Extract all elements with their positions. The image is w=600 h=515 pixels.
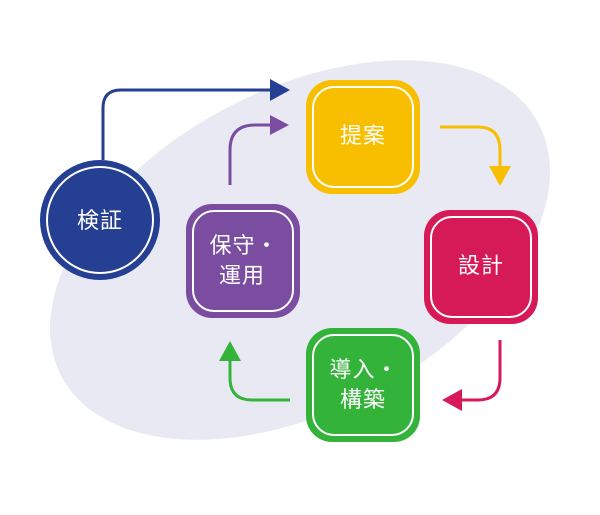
node-maintain: 保守・ 運用 [186, 204, 300, 318]
node-maintain-label-line2: 運用 [219, 264, 265, 289]
node-design-label: 設計 [458, 254, 504, 279]
node-proposal-label: 提案 [340, 124, 386, 149]
arrow-proposal-to-design [440, 125, 502, 168]
node-build: 導入・ 構築 [306, 328, 420, 442]
arrow-verify-to-proposal [101, 88, 270, 160]
node-verify-label: 検証 [77, 209, 123, 234]
arrow-build-to-maintain [228, 360, 290, 402]
arrowhead-build-to-maintain [219, 341, 241, 361]
node-maintain-label-line1: 保守・ [209, 234, 278, 259]
arrow-design-to-build [460, 340, 502, 402]
arrowhead-design-to-build [442, 389, 462, 411]
node-proposal: 提案 [306, 80, 420, 194]
node-build-label-line2: 構築 [340, 388, 386, 413]
node-verify: 検証 [40, 160, 160, 280]
arrowhead-maintain-to-proposal [270, 115, 289, 135]
arrow-maintain-to-proposal [228, 123, 270, 185]
arrowhead-verify-to-proposal [270, 79, 290, 101]
node-design: 設計 [424, 210, 538, 324]
node-build-label-line1: 導入・ [329, 358, 398, 383]
arrowhead-proposal-to-design [489, 166, 511, 186]
